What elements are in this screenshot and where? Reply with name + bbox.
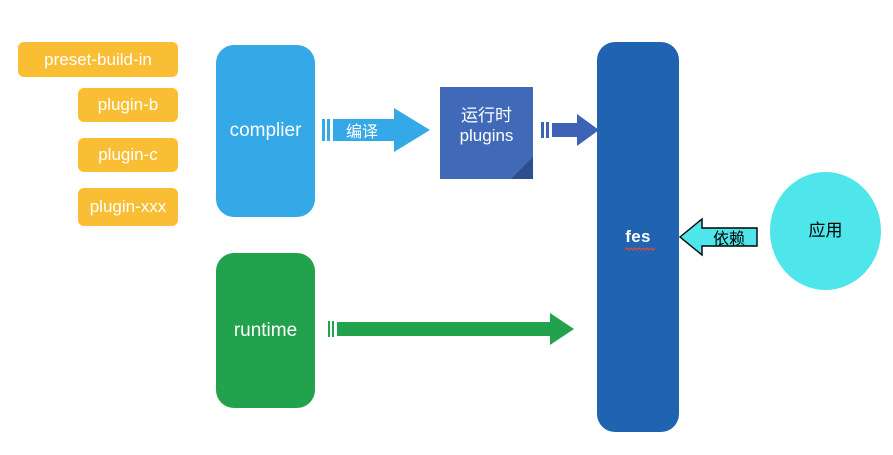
spellcheck-squiggle-icon bbox=[625, 246, 656, 251]
node-application[interactable]: 应用 bbox=[770, 172, 881, 290]
plugin-chip-label: plugin-xxx bbox=[89, 197, 167, 217]
node-fes[interactable]: fes bbox=[597, 42, 679, 432]
plugin-chip-plugin-xxx[interactable]: plugin-xxx bbox=[78, 188, 178, 226]
plugin-chip-label: plugin-c bbox=[98, 145, 158, 165]
plugin-chip-preset-build-in[interactable]: preset-build-in bbox=[18, 42, 178, 77]
edge-dependency-arrow: 依赖 bbox=[678, 215, 759, 259]
node-fes-label: fes bbox=[625, 227, 651, 247]
node-runtime-plugins-label: 运行时 plugins bbox=[440, 87, 533, 179]
plugin-chip-label: preset-build-in bbox=[44, 49, 152, 69]
node-runtime-plugins-line2: plugins bbox=[459, 126, 514, 145]
edge-compile-arrow: 编译 bbox=[322, 105, 432, 155]
node-fes-label-wrap: fes bbox=[625, 227, 656, 251]
edge-plugins-to-fes-arrow bbox=[541, 111, 601, 149]
node-application-label: 应用 bbox=[808, 221, 843, 241]
node-complier[interactable]: complier bbox=[216, 45, 315, 217]
plugin-chip-plugin-c[interactable]: plugin-c bbox=[78, 138, 178, 172]
node-runtime-label: runtime bbox=[233, 319, 298, 341]
node-runtime[interactable]: runtime bbox=[216, 253, 315, 408]
node-runtime-plugins-line1: 运行时 bbox=[461, 105, 512, 125]
node-complier-label: complier bbox=[229, 120, 302, 142]
note-body bbox=[440, 87, 533, 179]
edge-runtime-to-fes-arrow bbox=[328, 310, 576, 348]
node-runtime-plugins[interactable]: 运行时 plugins bbox=[440, 87, 533, 179]
plugin-chip-plugin-b[interactable]: plugin-b bbox=[78, 88, 178, 122]
plugin-chip-label: plugin-b bbox=[97, 95, 159, 115]
